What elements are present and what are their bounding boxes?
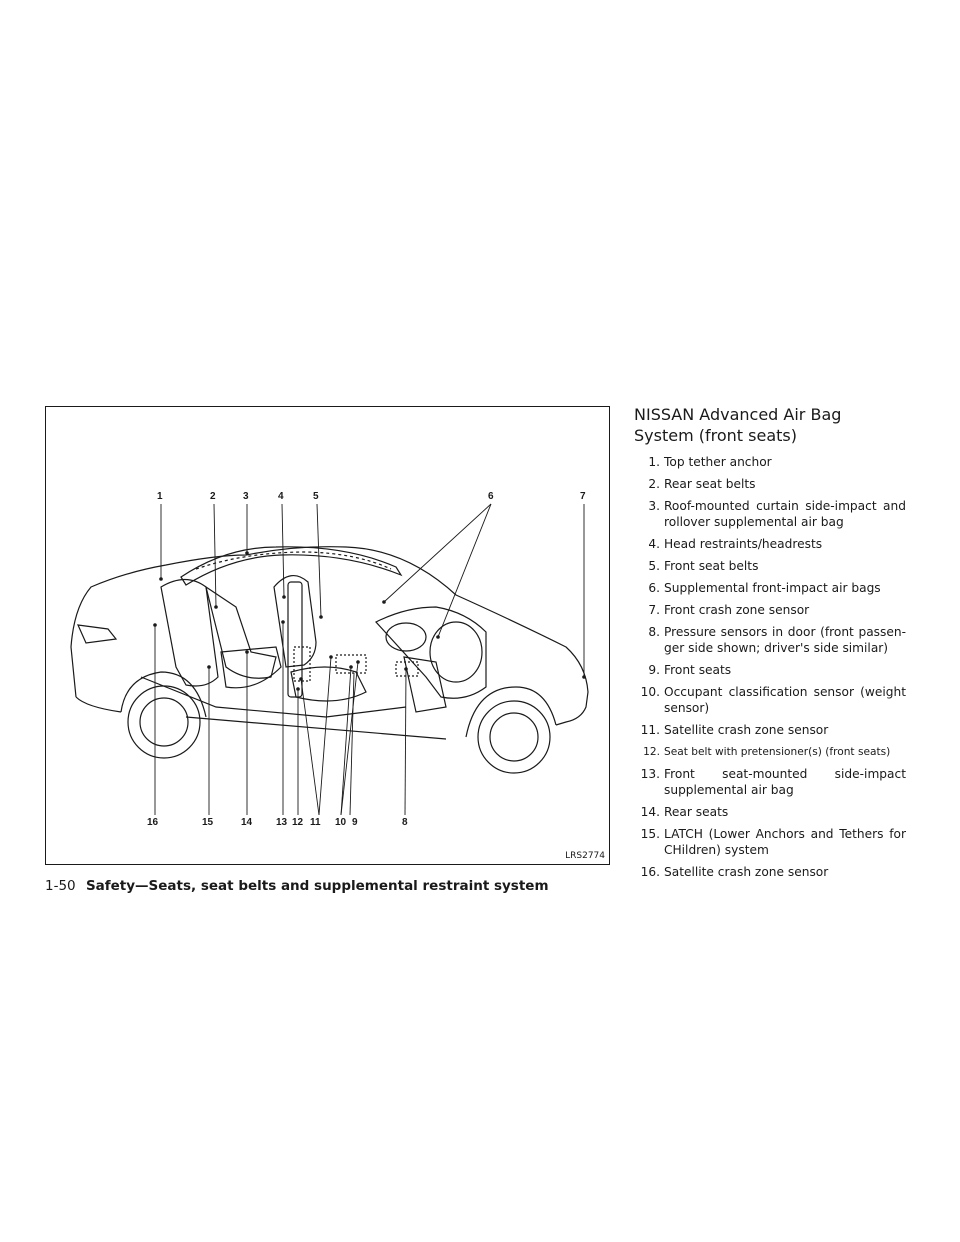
page-number: 1-50 — [45, 878, 76, 894]
list-item-number: 2. — [648, 477, 660, 491]
car-airbag-illustration: 1 2 3 4 5 6 7 16 15 14 13 12 11 10 9 8 L… — [45, 406, 610, 865]
callout-11: 11 — [310, 817, 321, 828]
callout-4: 4 — [278, 491, 284, 502]
callout-1: 1 — [157, 491, 163, 502]
callout-14: 14 — [241, 817, 253, 828]
callout-16: 16 — [147, 817, 159, 828]
list-item: 12. Seat belt with pretensioner(s) (front… — [634, 744, 906, 760]
list-item: 15. LATCH (Lower Anchors and Tethers for … — [634, 826, 906, 858]
list-item-number: 3. — [648, 499, 660, 513]
callout-10: 10 — [335, 817, 347, 828]
list-item-text: Satellite crash zone sensor — [664, 723, 829, 737]
list-item: 7. Front crash zone sensor — [634, 602, 906, 618]
callout-8: 8 — [402, 817, 408, 828]
list-item-number: 9. — [648, 663, 660, 677]
list-item: 4. Head restraints/headrests — [634, 536, 906, 552]
list-item: 6. Supplemental front-impact air bags — [634, 580, 906, 596]
list-item-text: Satellite crash zone sensor — [664, 865, 829, 879]
list-item-number: 15. — [640, 827, 660, 841]
list-item-text: Rear seat belts — [664, 477, 756, 491]
list-item-text: Occupant classification sensor (weight s… — [664, 685, 906, 715]
list-item-number: 10. — [640, 685, 660, 699]
callout-15: 15 — [202, 817, 214, 828]
list-item: 10. Occupant classification sensor (weigh… — [634, 684, 906, 716]
list-item: 1. Top tether anchor — [634, 454, 906, 470]
list-item: 11. Satellite crash zone sensor — [634, 722, 906, 738]
list-item-text: Front crash zone sensor — [664, 603, 810, 617]
list-item-number: 1. — [648, 455, 660, 469]
list-item-number: 16. — [640, 865, 660, 879]
list-item-number: 12. — [643, 746, 660, 758]
list-item-number: 7. — [648, 603, 660, 617]
callout-5: 5 — [313, 491, 319, 502]
page-footer: 1-50 Safety—Seats, seat belts and supple… — [45, 878, 549, 894]
list-item: 14. Rear seats — [634, 804, 906, 820]
list-item-text: Seat belt with pretensioner(s) (front se… — [664, 746, 891, 758]
list-item-text: Supplemental front-impact air bags — [664, 581, 881, 595]
callout-13: 13 — [276, 817, 288, 828]
list-item-text: Top tether anchor — [664, 455, 772, 469]
list-item-text: Front seat-mounted side-impact supplemen… — [664, 767, 906, 797]
list-item-number: 8. — [648, 625, 660, 639]
list-item-number: 4. — [648, 537, 660, 551]
list-item: 2. Rear seat belts — [634, 476, 906, 492]
car-line-drawing — [70, 503, 589, 816]
list-item-number: 14. — [640, 805, 660, 819]
list-item-number: 13. — [640, 767, 660, 781]
callout-3: 3 — [243, 491, 249, 502]
list-item-text: LATCH (Lower Anchors and Tethers for CHi… — [664, 827, 906, 857]
list-item: 16. Satellite crash zone sensor — [634, 864, 906, 880]
list-item-number: 5. — [648, 559, 660, 573]
callout-9: 9 — [352, 817, 358, 828]
list-item-text: Pressure sensors in door (front passen-g… — [664, 625, 906, 655]
list-item: 3. Roof-mounted curtain side-impact and r… — [634, 498, 906, 530]
list-item-number: 6. — [648, 581, 660, 595]
list-item: 8. Pressure sensors in door (front passen… — [634, 624, 906, 656]
list-item-text: Head restraints/headrests — [664, 537, 823, 551]
component-list: 1. Top tether anchor 2. Rear seat belts 3. Ro… — [634, 454, 906, 880]
chapter-title: Safety—Seats, seat belts and supplementa… — [85, 878, 549, 894]
section-title: NISSAN Advanced Air Bag System (front se… — [634, 405, 842, 445]
list-item: 13. Front seat-mounted side-impact supple… — [634, 766, 906, 798]
figure-id: LRS2774 — [565, 851, 605, 861]
airbag-system-section: NISSAN Advanced Air Bag System (front se… — [634, 404, 906, 886]
list-item-text: Front seats — [664, 663, 732, 677]
list-item-number: 11. — [640, 723, 660, 737]
list-item: 5. Front seat belts — [634, 558, 906, 574]
callout-12: 12 — [292, 817, 304, 828]
list-item-text: Front seat belts — [664, 559, 759, 573]
list-item: 9. Front seats — [634, 662, 906, 678]
callout-7: 7 — [580, 491, 586, 502]
callout-2: 2 — [210, 491, 216, 502]
list-item-text: Rear seats — [664, 805, 729, 819]
callout-6: 6 — [488, 491, 494, 502]
list-item-text: Roof-mounted curtain side-impact and rol… — [664, 499, 906, 529]
